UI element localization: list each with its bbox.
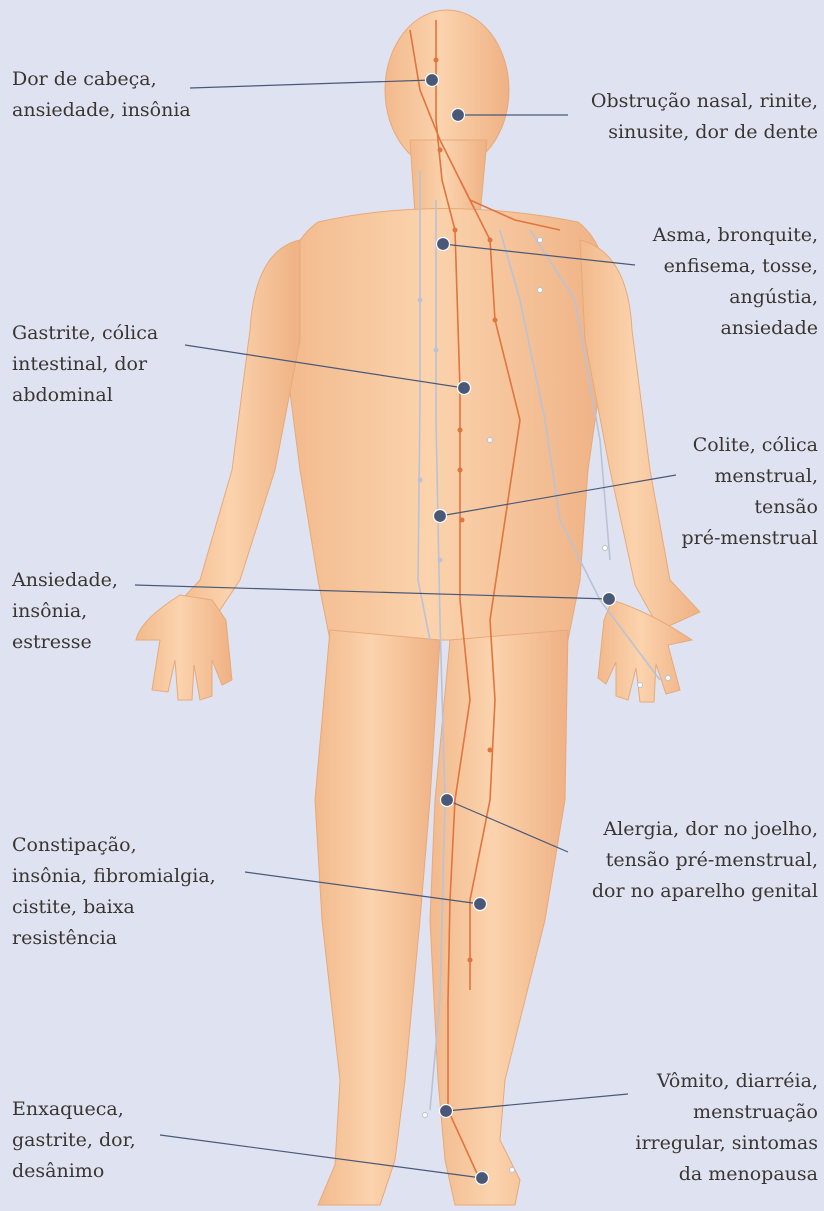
annotation-line: enfisema, tosse,: [653, 251, 818, 282]
annotation-line: Constipação,: [12, 830, 216, 861]
meridian-dot: [510, 1168, 515, 1173]
annotation-line: desânimo: [12, 1156, 136, 1187]
annotation-label: Obstrução nasal, rinite, sinusite, dor d…: [591, 86, 818, 148]
meridian-dot: [488, 748, 493, 753]
meridian-dot: [438, 148, 443, 153]
annotation-line: da menopausa: [635, 1159, 818, 1190]
annotation-line: ansiedade, insônia: [12, 95, 191, 126]
right-leg: [430, 630, 568, 1205]
meridian-dot: [493, 318, 498, 323]
meridian-dot: [460, 518, 465, 523]
acupuncture-point-ankle: [440, 1105, 453, 1118]
meridian-dot: [453, 228, 458, 233]
annotation-line: Enxaqueca,: [12, 1094, 136, 1125]
meridian-dot: [538, 288, 543, 293]
annotation-line: cistite, baixa: [12, 892, 216, 923]
leader-line-9: [160, 1135, 482, 1178]
acupuncture-point-nose: [452, 109, 465, 122]
annotation-line: menstruação: [635, 1097, 818, 1128]
meridian-dot: [488, 438, 493, 443]
meridian-dot: [423, 1113, 428, 1118]
annotation-label: Constipação, insônia, fibromialgia, cist…: [12, 830, 216, 954]
meridian-dot: [666, 676, 671, 681]
meridian-dot: [538, 238, 543, 243]
meridian-dot: [468, 958, 473, 963]
annotation-label: Dor de cabeça, ansiedade, insônia: [12, 64, 191, 126]
annotation-line: Gastrite, cólica: [12, 318, 158, 349]
meridian-dot: [438, 558, 443, 563]
annotation-line: Alergia, dor no joelho,: [592, 814, 818, 845]
left-leg: [315, 630, 440, 1205]
annotation-line: tensão: [681, 492, 818, 523]
meridian-dot: [458, 428, 463, 433]
annotation-line: insônia,: [12, 596, 118, 627]
meridian-dot: [418, 298, 423, 303]
annotation-line: Vômito, diarréia,: [635, 1066, 818, 1097]
torso: [282, 209, 609, 641]
annotation-line: Ansiedade,: [12, 565, 118, 596]
meridian-dot: [418, 478, 423, 483]
annotation-line: Asma, bronquite,: [653, 220, 818, 251]
meridian-dot: [603, 546, 608, 551]
annotation-line: resistência: [12, 923, 216, 954]
left-arm: [172, 240, 300, 625]
annotation-line: pré-menstrual: [681, 523, 818, 554]
annotation-line: abdominal: [12, 380, 158, 411]
annotation-label: Asma, bronquite, enfisema, tosse, angúst…: [653, 220, 818, 344]
annotation-label: Alergia, dor no joelho, tensão pré-menst…: [592, 814, 818, 907]
acupuncture-point-head: [426, 74, 439, 87]
acupuncture-point-abdomen: [458, 382, 471, 395]
body-silhouette: [136, 10, 700, 1205]
annotation-line: gastrite, dor,: [12, 1125, 136, 1156]
meridian-dot: [434, 58, 439, 63]
annotation-label: Vômito, diarréia, menstruação irregular,…: [635, 1066, 818, 1190]
annotation-line: Dor de cabeça,: [12, 64, 191, 95]
annotation-label: Enxaqueca, gastrite, dor, desânimo: [12, 1094, 136, 1187]
annotation-line: irregular, sintomas: [635, 1128, 818, 1159]
acupuncture-point-lower-abdomen: [434, 510, 447, 523]
annotation-label: Colite, cólica menstrual, tensão pré-men…: [681, 430, 818, 554]
annotation-line: ansiedade: [653, 313, 818, 344]
left-hand: [136, 595, 232, 700]
acupuncture-point-shin: [474, 898, 487, 911]
meridian-dot: [434, 348, 439, 353]
annotation-line: insônia, fibromialgia,: [12, 861, 216, 892]
annotation-label: Gastrite, cólica intestinal, dor abdomin…: [12, 318, 158, 411]
annotation-line: sinusite, dor de dente: [591, 117, 818, 148]
acupuncture-point-knee: [441, 794, 454, 807]
annotation-line: intestinal, dor: [12, 349, 158, 380]
annotation-line: estresse: [12, 627, 118, 658]
annotation-line: Colite, cólica: [681, 430, 818, 461]
annotation-line: tensão pré-menstrual,: [592, 845, 818, 876]
meridian-dot: [638, 683, 643, 688]
annotation-label: Ansiedade, insônia, estresse: [12, 565, 118, 658]
meridian-dot: [488, 238, 493, 243]
acupuncture-point-chest: [437, 238, 450, 251]
annotation-line: dor no aparelho genital: [592, 876, 818, 907]
acupuncture-point-foot: [476, 1172, 489, 1185]
annotation-line: menstrual,: [681, 461, 818, 492]
meridian-dot: [458, 468, 463, 473]
annotation-line: Obstrução nasal, rinite,: [591, 86, 818, 117]
acupuncture-point-wrist: [603, 593, 616, 606]
annotation-line: angústia,: [653, 282, 818, 313]
